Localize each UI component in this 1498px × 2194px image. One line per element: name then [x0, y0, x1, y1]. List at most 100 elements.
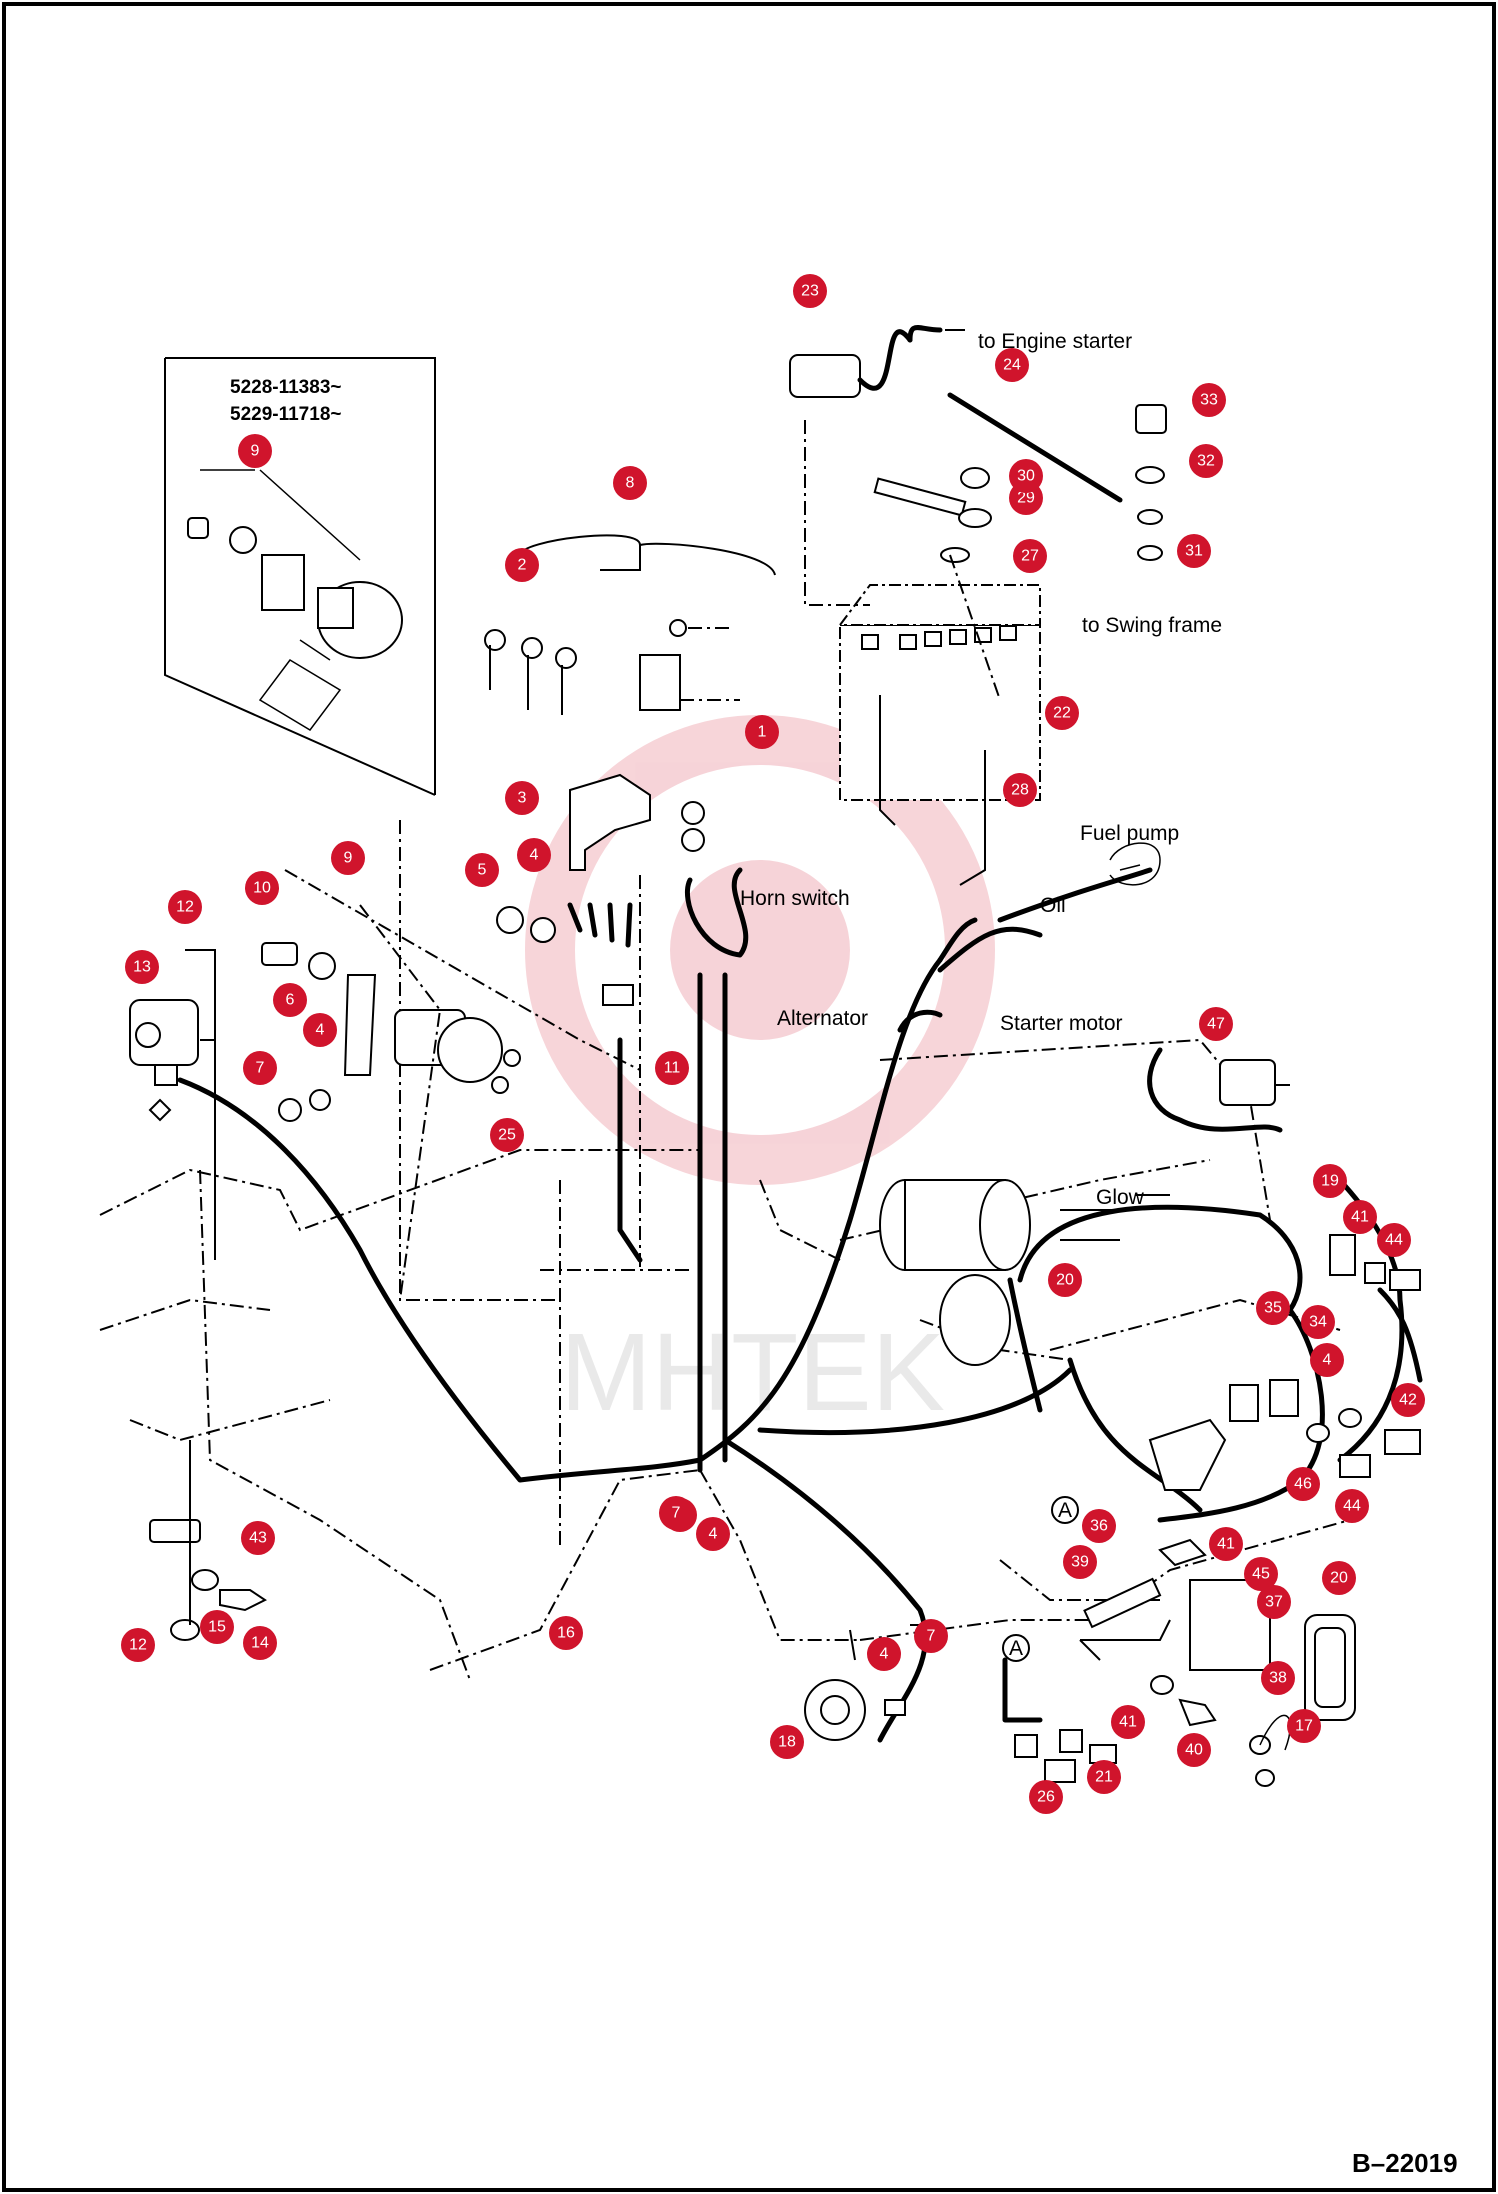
callout-badge [1257, 1585, 1291, 1619]
label-fuel-pump: Fuel pump [1080, 822, 1179, 845]
callout-6: 6 [273, 983, 307, 1017]
label-glow: Glow [1096, 1186, 1145, 1209]
callout-number: 37 [1265, 1594, 1283, 1611]
callout-number: 18 [778, 1734, 796, 1751]
callout-45: 45 [1244, 1557, 1278, 1591]
callout-number: 27 [1021, 548, 1039, 565]
callout-badge [121, 1628, 155, 1662]
callout-badge [1244, 1557, 1278, 1591]
callout-badge [1063, 1545, 1097, 1579]
callout-20: 20 [1048, 1263, 1082, 1297]
callout-badge [241, 1521, 275, 1555]
battery-cables [789, 325, 1167, 701]
callout-30: 30 [1009, 459, 1043, 493]
callout-badge [1199, 1007, 1233, 1041]
callout-badge [1048, 1263, 1082, 1297]
callout-35: 35 [1256, 1291, 1290, 1325]
callout-badge [1192, 383, 1226, 417]
callout-number: 1 [758, 724, 767, 741]
callout-badge [1087, 1760, 1121, 1794]
callout-number: 8 [626, 475, 635, 492]
callout-number: 45 [1252, 1566, 1270, 1583]
callout-number: 11 [664, 1060, 681, 1077]
callout-18: 18 [770, 1725, 804, 1759]
callout-40: 40 [1177, 1733, 1211, 1767]
callout-number: 24 [1003, 357, 1021, 374]
callout-number: 6 [286, 992, 295, 1009]
callout-badge [245, 871, 279, 905]
callout-number: 42 [1399, 1392, 1417, 1409]
callout-9: 9 [238, 434, 272, 468]
callout-number: 41 [1217, 1536, 1235, 1553]
callout-number: 41 [1119, 1714, 1137, 1731]
callout-number: 7 [927, 1628, 936, 1645]
callout-41: 41 [1343, 1200, 1377, 1234]
callout-number: 26 [1037, 1789, 1055, 1806]
callout-4: 4 [1310, 1343, 1344, 1377]
callout-badge [1286, 1467, 1320, 1501]
callout-number: 2 [518, 557, 527, 574]
callout-badge [914, 1619, 948, 1653]
callout-number: 14 [251, 1635, 269, 1652]
callout-number: 41 [1351, 1209, 1369, 1226]
callout-10: 10 [245, 871, 279, 905]
callout-number: 29 [1017, 490, 1035, 507]
callout-number: 4 [316, 1022, 325, 1039]
callout-badge [1209, 1527, 1243, 1561]
callout-number: 5 [478, 862, 487, 879]
callout-number: 12 [176, 899, 194, 916]
callout-number: 21 [1095, 1769, 1113, 1786]
callout-4: 4 [303, 1013, 337, 1047]
bottom-components [804, 1624, 1117, 1783]
callout-badge [465, 853, 499, 887]
callout-badge [1301, 1305, 1335, 1339]
callout-badge [125, 950, 159, 984]
callout-number: 44 [1385, 1232, 1403, 1249]
callout-number: 17 [1295, 1718, 1313, 1735]
callout-37: 37 [1257, 1585, 1291, 1619]
callout-32: 32 [1189, 444, 1223, 478]
callout-14: 14 [243, 1626, 277, 1660]
callout-badge [303, 1013, 337, 1047]
drawing-code: B–22019 [1352, 2148, 1458, 2178]
callout-21: 21 [1087, 1760, 1121, 1794]
callout-number: 4 [1323, 1352, 1332, 1369]
callout-7: 7 [914, 1619, 948, 1653]
callout-47: 47 [1199, 1007, 1233, 1041]
callout-44: 44 [1335, 1489, 1369, 1523]
callout-number: 35 [1264, 1300, 1282, 1317]
callout-number: 19 [1321, 1173, 1339, 1190]
callout-number: 4 [880, 1646, 889, 1663]
left-components [129, 869, 641, 1641]
callout-badge [1287, 1709, 1321, 1743]
callout-41: 41 [1111, 1705, 1145, 1739]
callout-number: 3 [518, 790, 527, 807]
callout-27: 27 [1013, 539, 1047, 573]
callout-number: 38 [1269, 1670, 1287, 1687]
callout-42: 42 [1391, 1383, 1425, 1417]
callout-number: 39 [1071, 1554, 1089, 1571]
callout-badge [1391, 1383, 1425, 1417]
label-swing-frame: to Swing frame [1082, 614, 1222, 637]
callout-badge [517, 838, 551, 872]
callout-11: 11 [655, 1051, 689, 1085]
right-components [1079, 842, 1421, 1787]
callout-badge [995, 348, 1029, 382]
callout-number: 7 [256, 1060, 265, 1077]
callout-number: 47 [1207, 1016, 1225, 1033]
callout-badge [243, 1051, 277, 1085]
callout-16: 16 [549, 1616, 583, 1650]
callout-39: 39 [1063, 1545, 1097, 1579]
callout-number: 7 [672, 1505, 681, 1522]
inset-serial-2: 5229-11718~ [230, 404, 341, 425]
label-alternator: Alternator [777, 1007, 868, 1030]
callout-25: 25 [490, 1118, 524, 1152]
callout-number: 34 [1309, 1314, 1327, 1331]
relay-assembly [484, 534, 776, 943]
callout-8: 8 [613, 466, 647, 500]
callout-badge [1177, 534, 1211, 568]
label-engine-starter: to Engine starter [978, 330, 1132, 353]
callout-badge [613, 466, 647, 500]
